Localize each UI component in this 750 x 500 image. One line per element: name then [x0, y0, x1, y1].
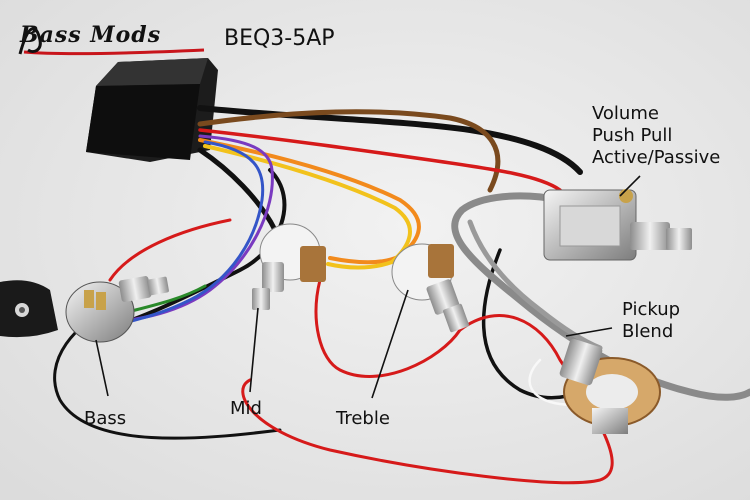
blend-pot [559, 338, 661, 434]
mid-pot [252, 223, 326, 310]
model-name: BEQ3-5AP [224, 26, 335, 51]
wires [53, 105, 750, 485]
bass-pot [65, 276, 169, 343]
bassmods-logo [18, 27, 205, 56]
battery-clip [0, 280, 58, 338]
label-volume-line2: Push Pull [592, 125, 673, 146]
label-pickup-blend-line2: Blend [622, 321, 674, 342]
preamp-module [86, 58, 218, 162]
label-volume-line1: Volume [592, 103, 659, 124]
label-volume: Volume Push Pull Active/Passive [592, 103, 720, 169]
label-treble: Treble [336, 408, 390, 429]
volume-push-pull-pot [543, 189, 692, 261]
label-bass: Bass [84, 408, 127, 429]
label-pickup-blend-line1: Pickup [622, 299, 681, 320]
label-mid: Mid [230, 398, 262, 419]
treble-pot [391, 243, 469, 333]
label-pickup-blend: Pickup Blend [622, 299, 680, 343]
label-volume-line3: Active/Passive [592, 147, 721, 168]
logo-text: Bass Mods [20, 22, 162, 48]
annotation-lines [95, 175, 641, 399]
